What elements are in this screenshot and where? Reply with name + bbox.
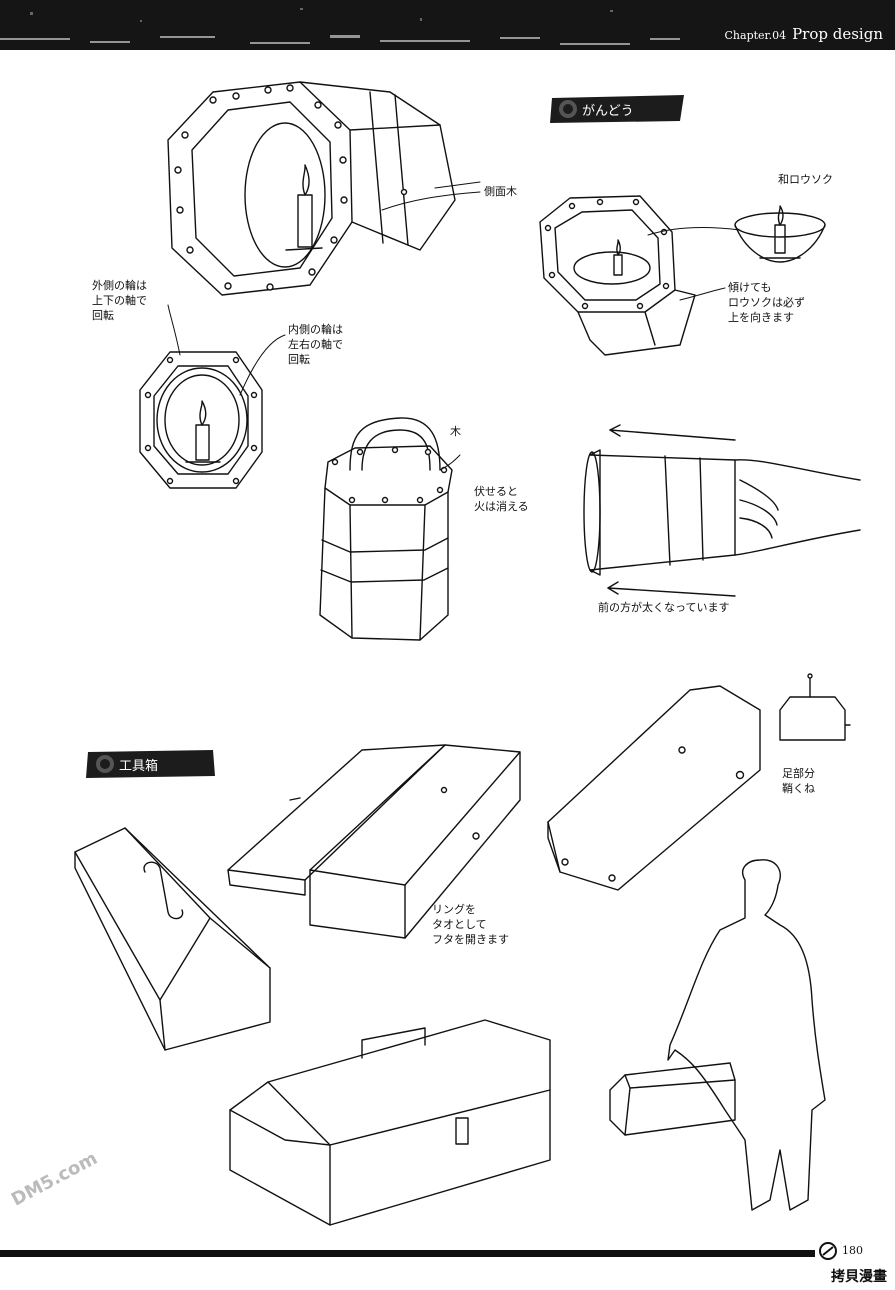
toolbox-tray-sketch: [548, 686, 760, 890]
section-label-lantern: がんどう: [582, 104, 634, 119]
footer-rule: [0, 1250, 815, 1257]
note-inner-ring: 内側の輪は 左右の軸で 回転: [288, 323, 343, 366]
chapter-title: Prop design: [792, 25, 883, 43]
note-cover-out: 伏せると 火は消える: [474, 485, 529, 513]
toolbox-closed-sketch: [75, 828, 270, 1050]
annotation-leaders: [168, 182, 740, 470]
candle-holder-sketch: [735, 206, 825, 262]
note-ring-open: リングを タオとして フタを開きます: [432, 903, 509, 946]
section-badge-toolbox: 工具箱: [85, 748, 217, 780]
note-front-wide: 前の方が太くなっています: [598, 601, 730, 614]
lantern-tilted-sketch: [540, 196, 695, 355]
lantern-bucket-sketch: [320, 418, 452, 640]
note-wood: 木: [450, 425, 461, 438]
chapter-heading: Chapter.04 Prop design: [725, 24, 883, 43]
note-candle: 和ロウソク: [778, 173, 833, 186]
badge-brush-bg: [86, 750, 215, 778]
badge-brush-bg: [550, 95, 684, 123]
section-label-toolbox: 工具箱: [119, 759, 159, 774]
chapter-number: Chapter.04: [724, 29, 787, 42]
page-emblem-icon: [819, 1242, 837, 1260]
toolbox-open-sketch: [228, 745, 520, 938]
note-side-wood: 側面木: [484, 185, 517, 198]
figure-silhouette-sketch: [610, 860, 825, 1210]
header-grunge-texture: [0, 8, 680, 45]
page-header: Chapter.04 Prop design: [0, 0, 895, 50]
note-outer-ring: 外側の輪は 上下の軸で 回転: [92, 279, 147, 322]
watermark-right: 拷貝漫畫: [831, 1269, 887, 1285]
page-number: 180: [842, 1244, 863, 1257]
lantern-in-hand-sketch: [584, 425, 860, 596]
toolbox-large-sketch: [230, 1020, 550, 1225]
note-tilt: 傾けても ロウソクは必ず 上を向きます: [728, 281, 805, 324]
lantern-front-view-sketch: [140, 352, 262, 488]
toolbox-side-view-sketch: [780, 674, 850, 740]
lantern-large-sketch: [168, 82, 455, 295]
section-badge-lantern: がんどう: [548, 93, 688, 125]
note-feet: 足部分 鞘くね: [782, 767, 815, 795]
